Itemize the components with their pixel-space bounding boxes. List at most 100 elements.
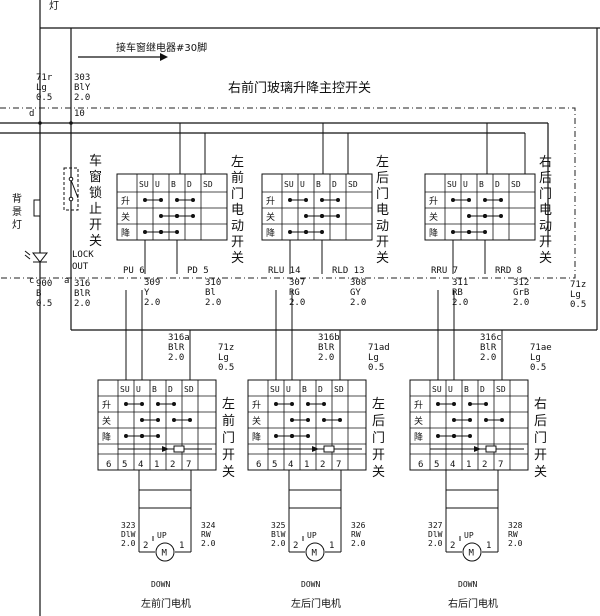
motor-symbol: M bbox=[162, 549, 168, 559]
row-label: 升 bbox=[102, 400, 111, 411]
resistor-icon bbox=[485, 445, 497, 453]
pin-number: 2 bbox=[482, 460, 487, 470]
svg-text:2.0: 2.0 bbox=[350, 298, 366, 308]
pin-number: 1 bbox=[304, 460, 309, 470]
svg-text:0.5: 0.5 bbox=[570, 300, 586, 310]
motor-icon bbox=[305, 542, 325, 562]
motor-pin: 2 bbox=[450, 541, 455, 551]
col-header: B bbox=[152, 385, 157, 394]
pin-number: 5 bbox=[434, 460, 439, 470]
motor-label: 右后门电机 bbox=[448, 597, 498, 610]
signal-label: 接车窗继电器#30脚 bbox=[116, 41, 207, 54]
col-header: SD bbox=[184, 385, 194, 394]
svg-text:RG: RG bbox=[289, 288, 300, 298]
svg-text:2.0: 2.0 bbox=[508, 539, 523, 548]
svg-text:电: 电 bbox=[376, 203, 389, 218]
svg-text:2.0: 2.0 bbox=[318, 353, 334, 363]
col-header: SU bbox=[139, 180, 149, 189]
svg-text:开: 开 bbox=[534, 448, 547, 463]
svg-text:左: 左 bbox=[231, 155, 244, 170]
svg-text:316b: 316b bbox=[318, 333, 340, 343]
switch-box bbox=[261, 173, 373, 241]
col-header: U bbox=[448, 385, 453, 394]
svg-text:关: 关 bbox=[222, 465, 235, 480]
diode-icon bbox=[312, 446, 319, 452]
svg-text:门: 门 bbox=[539, 187, 552, 202]
row-label: 升 bbox=[266, 196, 275, 207]
row-label: 降 bbox=[102, 431, 111, 443]
svg-text:BlY: BlY bbox=[74, 83, 91, 93]
pin-number: 5 bbox=[122, 460, 127, 470]
svg-text:BlR: BlR bbox=[480, 343, 497, 353]
col-header: SU bbox=[432, 385, 442, 394]
wire-900-label: 900 B 0.5 bbox=[36, 279, 52, 309]
col-header: D bbox=[495, 180, 500, 189]
col-header: U bbox=[286, 385, 291, 394]
col-header: B bbox=[171, 180, 176, 189]
svg-text:背: 背 bbox=[12, 192, 22, 205]
wire-316-label: 316 BlR 2.0 bbox=[74, 279, 91, 309]
col-header: B bbox=[479, 180, 484, 189]
svg-text:Lg: Lg bbox=[368, 353, 379, 363]
backlight-label: 背景灯 bbox=[12, 192, 22, 231]
col-header: SD bbox=[496, 385, 506, 394]
svg-text:门: 门 bbox=[376, 187, 389, 202]
svg-text:RW: RW bbox=[508, 530, 518, 539]
svg-text:DlW: DlW bbox=[121, 530, 136, 539]
row-label: 升 bbox=[121, 196, 130, 207]
svg-text:328: 328 bbox=[508, 521, 523, 530]
motor-wire-frame bbox=[445, 489, 499, 509]
node-c-label: c bbox=[29, 276, 34, 286]
svg-text:开: 开 bbox=[372, 448, 385, 463]
pin-label: PU 6 bbox=[123, 266, 145, 276]
svg-text:0.5: 0.5 bbox=[36, 93, 52, 103]
svg-text:关: 关 bbox=[372, 465, 385, 480]
pin-number: 2 bbox=[170, 460, 175, 470]
row-label: 降 bbox=[429, 227, 438, 239]
svg-text:开: 开 bbox=[231, 235, 244, 250]
motor-wire-frame bbox=[138, 489, 192, 509]
pin-number: 1 bbox=[154, 460, 159, 470]
svg-text:323: 323 bbox=[121, 521, 136, 530]
svg-text:关: 关 bbox=[539, 251, 552, 266]
svg-text:2.0: 2.0 bbox=[144, 298, 160, 308]
svg-text:0.5: 0.5 bbox=[368, 363, 384, 373]
motor-wire-frame bbox=[288, 489, 342, 509]
backlight-led-icon bbox=[24, 250, 49, 263]
svg-text:316: 316 bbox=[74, 279, 90, 289]
diode-icon bbox=[162, 446, 169, 452]
pin-label: PD 5 bbox=[187, 266, 209, 276]
svg-text:303: 303 bbox=[74, 73, 90, 83]
up-label: UP bbox=[464, 531, 474, 540]
svg-text:右: 右 bbox=[534, 397, 547, 412]
svg-text:2.0: 2.0 bbox=[271, 539, 286, 548]
svg-text:前: 前 bbox=[231, 170, 244, 186]
svg-text:Bl: Bl bbox=[205, 288, 216, 298]
svg-text:灯: 灯 bbox=[12, 219, 22, 231]
pin-number: 7 bbox=[336, 460, 341, 470]
svg-text:前: 前 bbox=[222, 413, 235, 429]
svg-text:关: 关 bbox=[376, 251, 389, 266]
svg-text:后: 后 bbox=[534, 414, 547, 429]
svg-text:2.0: 2.0 bbox=[74, 93, 90, 103]
col-header: D bbox=[332, 180, 337, 189]
node-a-label: a bbox=[64, 276, 69, 286]
backlight-resistor bbox=[33, 199, 41, 217]
svg-text:开: 开 bbox=[222, 448, 235, 463]
svg-text:后: 后 bbox=[376, 171, 389, 186]
svg-text:B: B bbox=[36, 289, 41, 299]
down-label: DOWN bbox=[301, 580, 320, 589]
master-switch-frame bbox=[0, 107, 576, 279]
svg-text:71z: 71z bbox=[218, 343, 234, 353]
svg-text:电: 电 bbox=[231, 203, 244, 218]
motor-pin: 2 bbox=[143, 541, 148, 551]
